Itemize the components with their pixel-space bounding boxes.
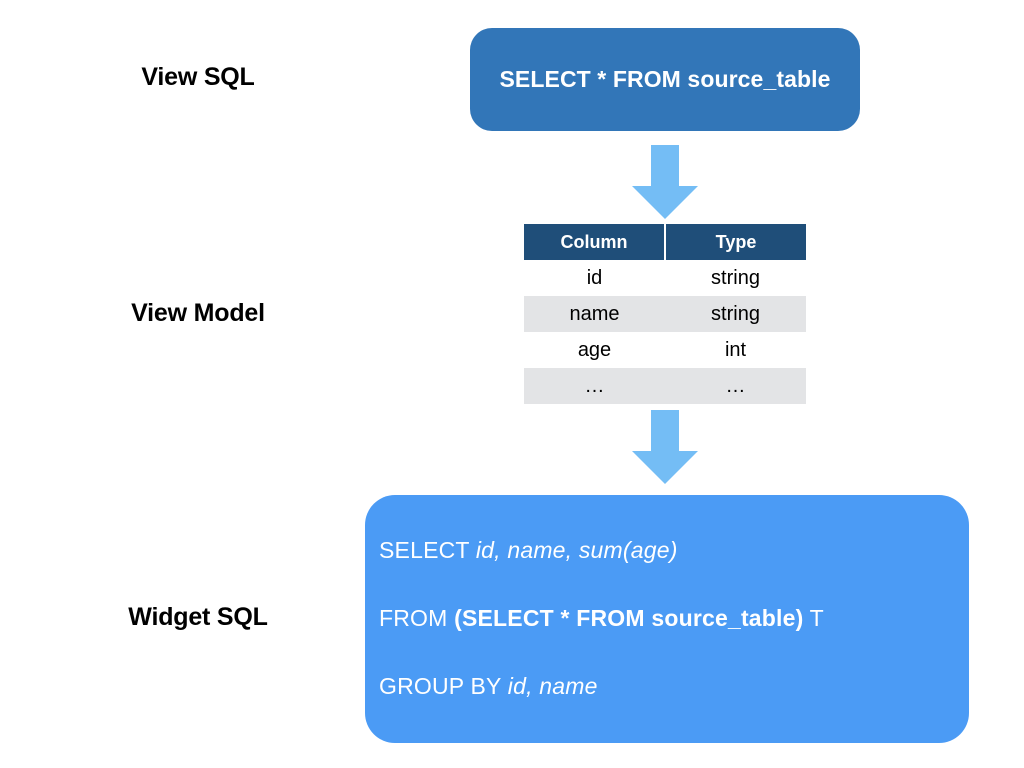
arrow-head (632, 186, 698, 219)
sql-keyword-group-by: GROUP BY (379, 673, 508, 699)
arrow-head (632, 451, 698, 484)
sql-subquery: (SELECT * FROM source_table) (454, 605, 804, 631)
table-header: Column Type (524, 224, 806, 260)
sql-group-by-expression: id, name (507, 673, 598, 699)
widget-sql-line-select: SELECT id, name, sum(age) (379, 537, 678, 564)
column-header-column: Column (524, 224, 666, 260)
table-row: age int (524, 332, 806, 368)
row-label-view-sql: View SQL (141, 63, 255, 91)
sql-keyword-from: FROM (379, 605, 455, 631)
row-label-view-model: View Model (131, 299, 265, 327)
table-row: id string (524, 260, 806, 296)
widget-sql-line-from: FROM (SELECT * FROM source_table) T (379, 605, 824, 632)
column-header-type: Type (665, 224, 806, 260)
cell-column: id (524, 260, 665, 296)
table-body: id string name string age int … … (524, 260, 806, 404)
arrow-shaft (651, 145, 679, 189)
arrow-shaft (651, 410, 679, 454)
cell-column: age (524, 332, 665, 368)
cell-type: string (665, 296, 806, 332)
table-row: name string (524, 296, 806, 332)
down-arrow-icon-bottom (632, 410, 698, 484)
table-header-row: Column Type (524, 224, 806, 260)
view-model-schema-table: Column Type id string name string age in… (524, 224, 806, 404)
widget-sql-line-group-by: GROUP BY id, name (379, 673, 598, 700)
sql-select-expression: id, name, sum(age) (475, 537, 678, 563)
widget-sql-box: SELECT id, name, sum(age) FROM (SELECT *… (365, 495, 969, 743)
view-sql-box: SELECT * FROM source_table (470, 28, 860, 131)
sql-table-alias: T (803, 605, 824, 631)
down-arrow-icon-top (632, 145, 698, 219)
table-row: … … (524, 368, 806, 404)
cell-column: … (524, 368, 665, 404)
view-sql-statement: SELECT * FROM source_table (499, 66, 831, 92)
cell-type: int (665, 332, 806, 368)
cell-type: … (665, 368, 806, 404)
cell-column: name (524, 296, 665, 332)
cell-type: string (665, 260, 806, 296)
row-label-widget-sql: Widget SQL (128, 603, 268, 631)
sql-keyword-select: SELECT (379, 537, 476, 563)
